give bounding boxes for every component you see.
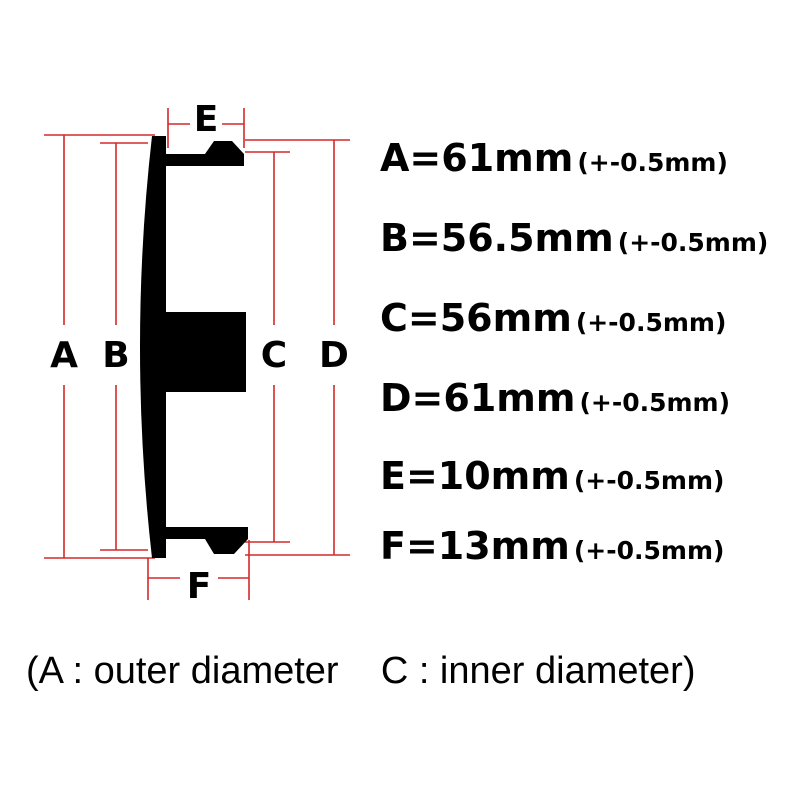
bottom-clip-hook (205, 539, 248, 554)
label-c: C (261, 335, 287, 376)
spec-e-tolerance: (+-0.5mm) (573, 466, 725, 495)
cap-profile (140, 136, 248, 558)
spec-f: F=13mm(+-0.5mm) (380, 524, 724, 574)
cap-face (140, 136, 166, 558)
dimension-lines (44, 108, 350, 600)
label-d: D (319, 335, 349, 376)
spec-f-tolerance: (+-0.5mm) (573, 536, 725, 565)
spec-d-value: D=61mm (380, 376, 576, 420)
dimension-c-line (245, 151, 290, 543)
spec-b: B=56.5mm(+-0.5mm) (380, 216, 768, 266)
spec-e-value: E=10mm (380, 454, 570, 498)
spec-c-tolerance: (+-0.5mm) (575, 308, 727, 337)
spec-d: D=61mm(+-0.5mm) (380, 376, 730, 426)
spec-b-tolerance: (+-0.5mm) (617, 228, 769, 257)
spec-e: E=10mm(+-0.5mm) (380, 454, 724, 504)
label-b: B (102, 335, 129, 376)
spec-a-tolerance: (+-0.5mm) (577, 148, 728, 177)
top-clip-arm (164, 154, 244, 166)
label-f: F (187, 566, 212, 607)
label-e: E (194, 99, 219, 140)
spec-a-value: A=61mm (380, 136, 574, 180)
diameter-note: (A : outer diameter C : inner diameter) (26, 650, 696, 692)
spec-f-value: F=13mm (380, 524, 570, 568)
spec-c-value: C=56mm (380, 296, 572, 340)
label-a: A (50, 335, 78, 376)
spec-a: A=61mm(+-0.5mm) (380, 136, 728, 186)
center-boss (164, 312, 246, 392)
spec-c: C=56mm(+-0.5mm) (380, 296, 726, 346)
dimension-d-line (245, 139, 350, 556)
top-clip-hook (205, 141, 244, 154)
dimension-a-line (44, 134, 155, 559)
spec-d-tolerance: (+-0.5mm) (579, 388, 731, 417)
dimension-e-line (167, 108, 245, 148)
dimension-f-line (147, 540, 250, 600)
bottom-clip-arm (164, 527, 248, 539)
dimension-b-line (100, 142, 148, 551)
spec-b-value: B=56.5mm (380, 216, 614, 260)
